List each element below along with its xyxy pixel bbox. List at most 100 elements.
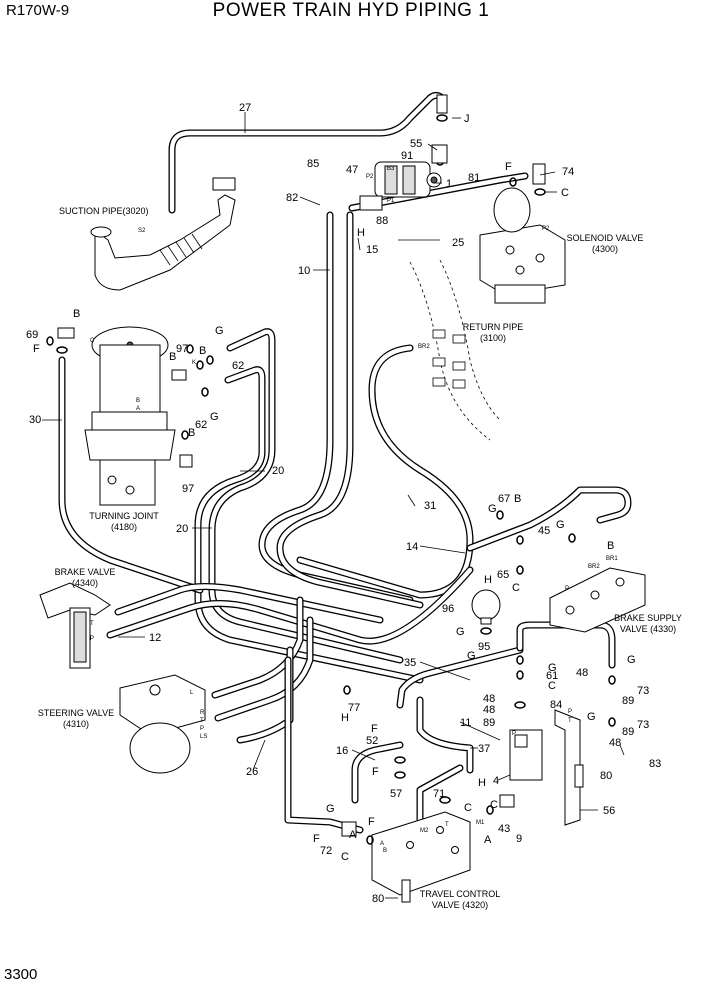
hose-travel [351, 741, 404, 804]
port-label: C [90, 338, 95, 344]
part-label: 48 [576, 667, 588, 679]
port-label: P [565, 586, 569, 592]
port-label: P2 [366, 174, 374, 180]
port-label: M1 [476, 820, 485, 826]
page-number: 3300 [4, 966, 38, 983]
brake-valve-code: (4340) [72, 578, 98, 588]
brake-valve [39, 582, 111, 669]
brake-supply-valve [549, 567, 646, 633]
hose-steering-2 [214, 616, 314, 722]
hose-48-loop [516, 621, 616, 669]
port-label: B3 [387, 166, 395, 172]
part-label: 62 [195, 419, 207, 431]
port-label: P [200, 726, 204, 732]
hose-30 [58, 356, 204, 594]
part-label: 45 [538, 525, 550, 537]
part-label: 14 [406, 541, 418, 553]
part-label: 96 [442, 603, 454, 615]
port-label: T [200, 718, 204, 724]
letter-label: G [210, 411, 219, 423]
hose-11-37 [416, 696, 474, 774]
solenoid-valve-code: (4300) [592, 244, 618, 254]
hose-27 [168, 91, 446, 214]
accumulator [471, 589, 501, 625]
part-label: 73 [637, 685, 649, 697]
hose-15 [276, 211, 424, 609]
port-label: A [136, 406, 140, 412]
return-pipe [409, 259, 501, 441]
letter-callouts: J F C H B F B G B G B G B H C G B G G G … [33, 113, 636, 863]
port-label: T [90, 621, 94, 627]
part-label: 35 [404, 657, 416, 669]
letter-label: C [341, 851, 349, 863]
hose-brake-upper [114, 583, 384, 624]
part-label: 1 [446, 178, 452, 190]
letter-label: H [357, 227, 365, 239]
part-label: 15 [366, 244, 378, 256]
steering-valve [119, 674, 206, 774]
letter-label: C [548, 680, 556, 692]
part-label: 27 [239, 102, 251, 114]
part-label: 85 [307, 158, 319, 170]
leader-lines [42, 112, 625, 899]
suction-pipe-label: SUCTION PIPE(3020) [59, 206, 149, 216]
travel-control-valve [371, 811, 471, 896]
port-label: BR2 [588, 564, 600, 570]
port-label: BR1 [606, 556, 618, 562]
gear-pump [359, 161, 442, 211]
part-label: 97 [176, 343, 188, 355]
turning-joint-label: TURNING JOINT [89, 511, 159, 521]
port-label: P [512, 731, 516, 737]
port-label: BR2 [418, 344, 430, 350]
letter-label: B [607, 540, 614, 552]
hose-network [58, 91, 632, 834]
part-label: 48 [483, 693, 495, 705]
letter-label: H [341, 712, 349, 724]
part-label: 12 [149, 632, 161, 644]
port-label: L [190, 690, 194, 696]
steering-valve-label: STEERING VALVE [38, 708, 114, 718]
part-label: 82 [286, 192, 298, 204]
part-label: 31 [424, 500, 436, 512]
part-label: 81 [468, 172, 480, 184]
port-label: T [568, 718, 572, 724]
part-label: 25 [452, 237, 464, 249]
letter-label: C [490, 799, 498, 811]
part-label: 77 [348, 702, 360, 714]
letter-label: G [548, 662, 557, 674]
solenoid-valve-label: SOLENOID VALVE [567, 233, 644, 243]
letter-label: F [372, 766, 379, 778]
part-label: 89 [622, 726, 634, 738]
part-label: 73 [637, 719, 649, 731]
letter-label: G [488, 503, 497, 515]
letter-label: G [326, 803, 335, 815]
letter-label: A [349, 829, 357, 841]
letter-label: F [313, 833, 320, 845]
hose-12 [106, 566, 474, 645]
port-label: B [136, 398, 140, 404]
letter-label: B [73, 308, 80, 320]
part-label: 37 [478, 743, 490, 755]
part-label: 9 [516, 833, 522, 845]
part-label: 48 [609, 737, 621, 749]
port-label: A [380, 841, 384, 847]
part-label: 47 [346, 164, 358, 176]
brake-supply-valve-label: BRAKE SUPPLY [614, 613, 682, 623]
part-label: 61 [546, 670, 558, 682]
letter-label: J [464, 113, 470, 125]
port-label: P [568, 709, 572, 715]
port-label: R [200, 710, 205, 716]
page-title: POWER TRAIN HYD PIPING 1 [212, 0, 490, 21]
solenoid-unit [509, 729, 543, 781]
brake-supply-valve-code: VALVE (4330) [620, 624, 676, 634]
part-label: 52 [366, 735, 378, 747]
hose-71 [416, 764, 464, 824]
port-label: LS [200, 734, 207, 740]
travel-control-valve-label: TRAVEL CONTROL [420, 889, 501, 899]
part-label: 57 [390, 788, 402, 800]
letter-label: F [368, 816, 375, 828]
port-label: P1 [387, 198, 395, 204]
hose-35 [396, 646, 524, 709]
part-label: 11 [460, 717, 471, 729]
